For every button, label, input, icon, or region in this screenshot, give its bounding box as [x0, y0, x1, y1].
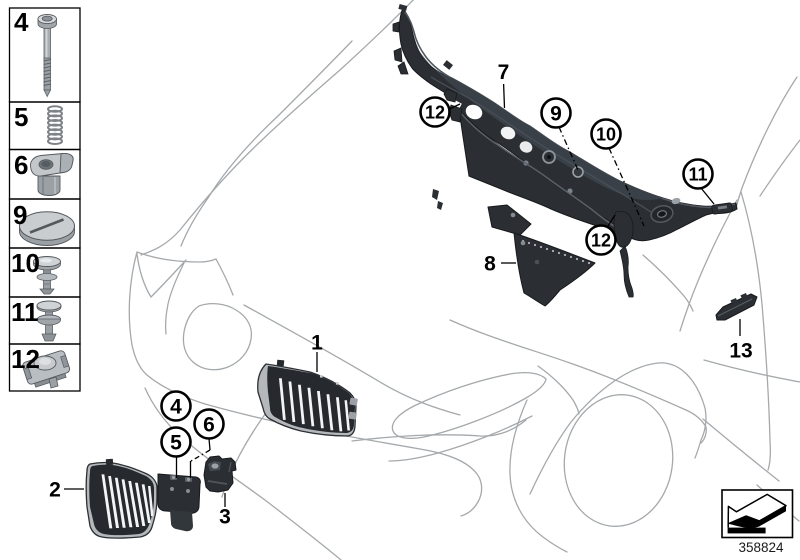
svg-text:13: 13: [729, 340, 752, 363]
svg-text:358824: 358824: [738, 540, 784, 555]
svg-text:3: 3: [219, 506, 231, 529]
svg-text:5: 5: [14, 102, 28, 132]
svg-text:12: 12: [425, 103, 445, 123]
svg-text:2: 2: [49, 479, 61, 502]
svg-text:6: 6: [203, 414, 215, 437]
svg-text:10: 10: [11, 248, 40, 278]
svg-text:6: 6: [14, 150, 28, 180]
svg-text:7: 7: [498, 61, 510, 84]
svg-text:11: 11: [688, 165, 707, 185]
svg-text:4: 4: [14, 7, 29, 37]
svg-text:12: 12: [11, 344, 40, 374]
svg-text:11: 11: [11, 297, 39, 327]
svg-text:8: 8: [484, 253, 496, 276]
svg-text:1: 1: [311, 332, 323, 355]
svg-text:4: 4: [170, 396, 182, 419]
svg-text:10: 10: [596, 125, 616, 145]
svg-text:12: 12: [591, 231, 611, 251]
svg-text:5: 5: [170, 432, 182, 455]
svg-text:9: 9: [13, 200, 27, 230]
svg-text:9: 9: [550, 103, 562, 126]
